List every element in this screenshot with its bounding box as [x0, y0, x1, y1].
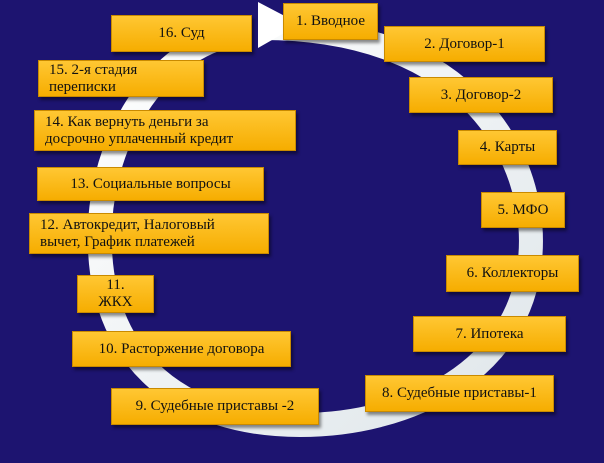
item-11: 11. ЖКХ	[77, 275, 154, 313]
item-8: 8. Судебные приставы-1	[365, 375, 554, 412]
item-15: 15. 2-я стадия переписки	[38, 60, 204, 97]
item-5: 5. МФО	[481, 192, 565, 228]
item-3: 3. Договор-2	[409, 77, 553, 113]
item-10: 10. Расторжение договора	[72, 331, 291, 367]
item-2: 2. Договор-1	[384, 26, 545, 62]
item-13: 13. Социальные вопросы	[37, 167, 264, 201]
item-14: 14. Как вернуть деньги за досрочно уплач…	[34, 110, 296, 151]
item-12: 12. Автокредит, Налоговый вычет, График …	[29, 213, 269, 254]
item-1: 1. Вводное	[283, 3, 378, 40]
item-16: 16. Суд	[111, 15, 252, 52]
item-9: 9. Судебные приставы -2	[111, 388, 319, 425]
item-6: 6. Коллекторы	[446, 255, 579, 292]
item-4: 4. Карты	[458, 130, 557, 165]
item-7: 7. Ипотека	[413, 316, 566, 352]
cycle-arrow-head	[258, 2, 300, 48]
